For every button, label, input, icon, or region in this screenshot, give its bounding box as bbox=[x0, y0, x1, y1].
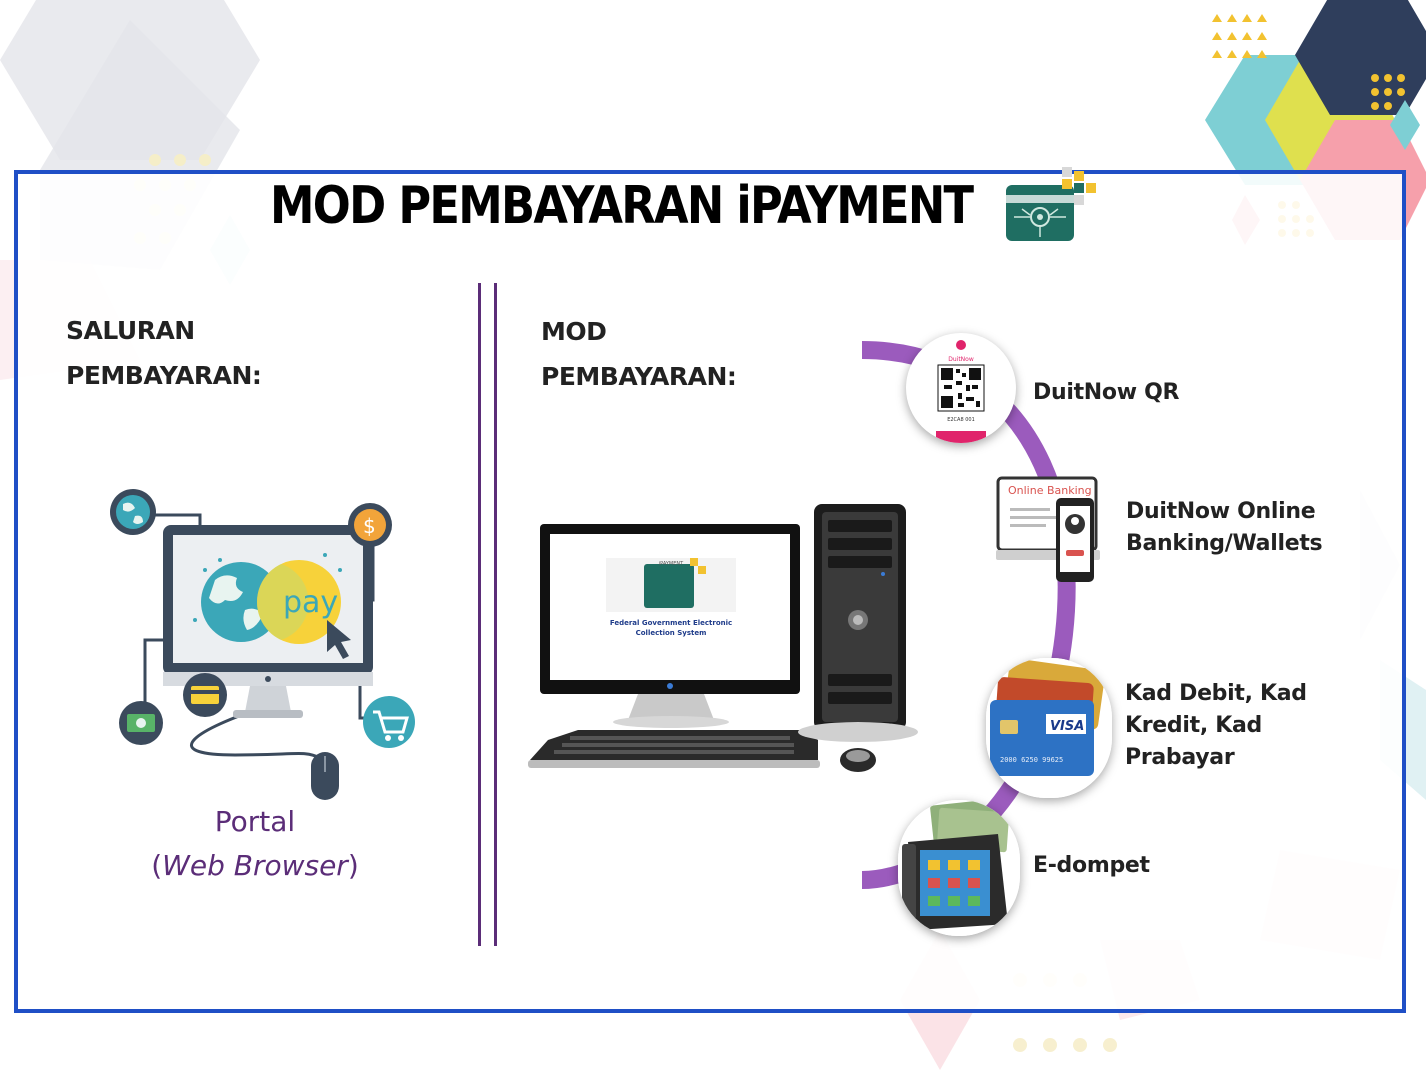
option-cards-line2: Kredit, Kad bbox=[1125, 713, 1262, 738]
svg-text:E2CA8 001: E2CA8 001 bbox=[947, 417, 975, 423]
page-title: MOD PEMBAYARAN iPAYMENT bbox=[270, 176, 974, 236]
wallet-icon[interactable] bbox=[898, 800, 1020, 936]
svg-text:$: $ bbox=[363, 514, 376, 538]
option-online-banking-label: DuitNow Online Banking/Wallets bbox=[1126, 496, 1323, 560]
saluran-heading-line2: PEMBAYARAN: bbox=[66, 361, 262, 390]
online-banking-badge: Online Banking bbox=[1008, 484, 1092, 497]
pay-text: pay bbox=[283, 585, 338, 620]
monitor-screen-line1: Federal Government Electronic bbox=[610, 619, 732, 627]
mod-heading-line2: PEMBAYARAN: bbox=[541, 362, 737, 391]
visa-badge: VISA bbox=[1050, 719, 1084, 734]
portal-illustration: pay $ bbox=[110, 489, 415, 800]
option-cards-line1: Kad Debit, Kad bbox=[1125, 681, 1307, 706]
svg-text:iPAYMENT: iPAYMENT bbox=[659, 561, 684, 567]
option-duitnow-qr-label: DuitNow QR bbox=[1033, 380, 1180, 405]
ipayment-logo bbox=[1006, 167, 1096, 241]
portal-caption-line1: Portal bbox=[214, 805, 296, 838]
saluran-heading-line1: SALURAN bbox=[66, 316, 195, 345]
divider-line-left bbox=[478, 283, 481, 946]
duitnow-qr-icon[interactable]: DuitNow E2CA8 001 bbox=[906, 333, 1016, 443]
svg-text:DuitNow: DuitNow bbox=[948, 356, 974, 363]
option-ewallet-label: E-dompet bbox=[1033, 853, 1150, 878]
portal-caption: Portal (Web Browser) bbox=[140, 800, 370, 888]
portal-caption-line2: (Web Browser) bbox=[151, 849, 359, 882]
option-cards-line3: Prabayar bbox=[1125, 745, 1235, 770]
svg-text:2000 6250 99625: 2000 6250 99625 bbox=[1000, 756, 1063, 764]
desktop-computer-illustration: iPAYMENT Federal Government Electronic C… bbox=[528, 504, 918, 772]
monitor-screen-line2: Collection System bbox=[636, 629, 707, 637]
mod-heading-line1: MOD bbox=[541, 317, 607, 346]
online-banking-icon[interactable]: Online Banking bbox=[996, 472, 1106, 584]
portal-caption-web-browser: Web Browser bbox=[162, 849, 348, 882]
option-online-banking-line1: DuitNow Online bbox=[1126, 499, 1316, 524]
option-online-banking-line2: Banking/Wallets bbox=[1126, 531, 1323, 556]
saluran-heading: SALURAN PEMBAYARAN: bbox=[66, 308, 262, 398]
divider-line-right bbox=[494, 283, 497, 946]
credit-card-icon[interactable]: VISA 2000 6250 99625 bbox=[986, 658, 1112, 798]
mod-heading: MOD PEMBAYARAN: bbox=[541, 309, 737, 399]
option-cards-label: Kad Debit, Kad Kredit, Kad Prabayar bbox=[1125, 678, 1307, 774]
